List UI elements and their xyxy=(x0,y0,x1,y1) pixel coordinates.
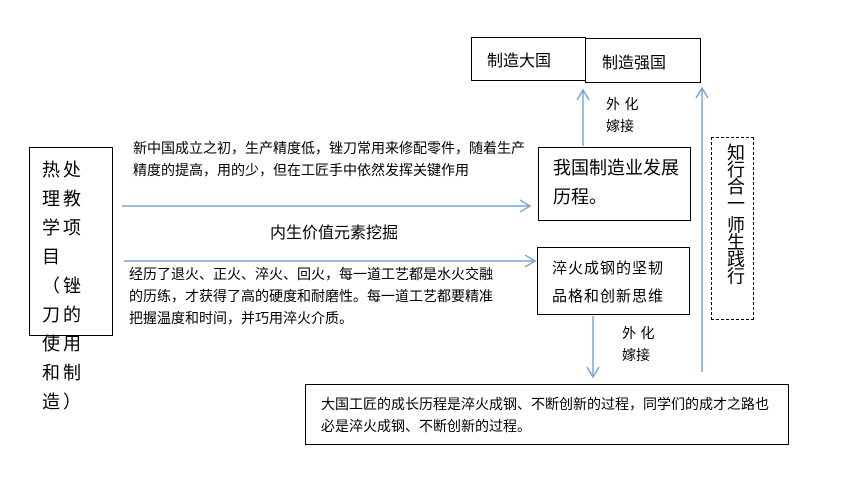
arrow-up-history xyxy=(576,88,590,146)
label-up-line1: 外 化 xyxy=(606,97,639,113)
box-manufacturing-big: 制造大国 xyxy=(471,37,586,81)
arrow-down-quench xyxy=(586,316,600,379)
label-up-line2: 嫁接 xyxy=(606,119,634,135)
left-box: 热处理教学项目（锉刀的使用和制造） xyxy=(29,147,113,413)
label-up: 外 化 嫁接 xyxy=(606,94,638,138)
conclusion-box: 大国工匠的成长历程是淬火成钢、不断创新的过程，同学们的成才之路也必是淬火成钢、不… xyxy=(305,384,789,445)
conclusion-text: 大国工匠的成长历程是淬火成钢、不断创新的过程，同学们的成才之路也必是淬火成钢、不… xyxy=(321,397,769,435)
middle-label: 内生价值元素挖掘 xyxy=(270,223,399,242)
arrow-top xyxy=(122,199,532,213)
dashed-box: 知行合一 师生践行 xyxy=(711,137,754,320)
box-manufacturing-big-text: 制造大国 xyxy=(487,51,552,70)
box-history-text: 我国制造业发展历程。 xyxy=(553,158,679,208)
box-history: 我国制造业发展历程。 xyxy=(538,147,691,221)
label-down-line1: 外 化 xyxy=(622,326,655,342)
arrow-middle xyxy=(124,254,537,268)
box-manufacturing-strong: 制造强国 xyxy=(585,38,701,83)
bottom-text: 经历了退火、正火、淬火、回火，每一道工艺都是水火交融的历练，才获得了高的硬度和耐… xyxy=(129,267,493,327)
box-quench: 淬火成钢的坚韧品格和创新思维 xyxy=(537,247,690,315)
label-down-line2: 嫁接 xyxy=(622,348,650,364)
box-quench-text: 淬火成钢的坚韧品格和创新思维 xyxy=(552,259,665,305)
box-manufacturing-strong-text: 制造强国 xyxy=(602,53,667,72)
arrow-up-practice xyxy=(695,86,709,372)
left-box-text: 热处理教学项目（锉刀的使用和制造） xyxy=(42,160,84,413)
top-text: 新中国成立之初，生产精度低，锉刀常用来修配零件，随着生产精度的提高，用的少，但在… xyxy=(133,141,525,179)
label-down: 外 化 嫁接 xyxy=(622,323,654,367)
dashed-box-text: 知行合一 师生践行 xyxy=(724,143,745,284)
